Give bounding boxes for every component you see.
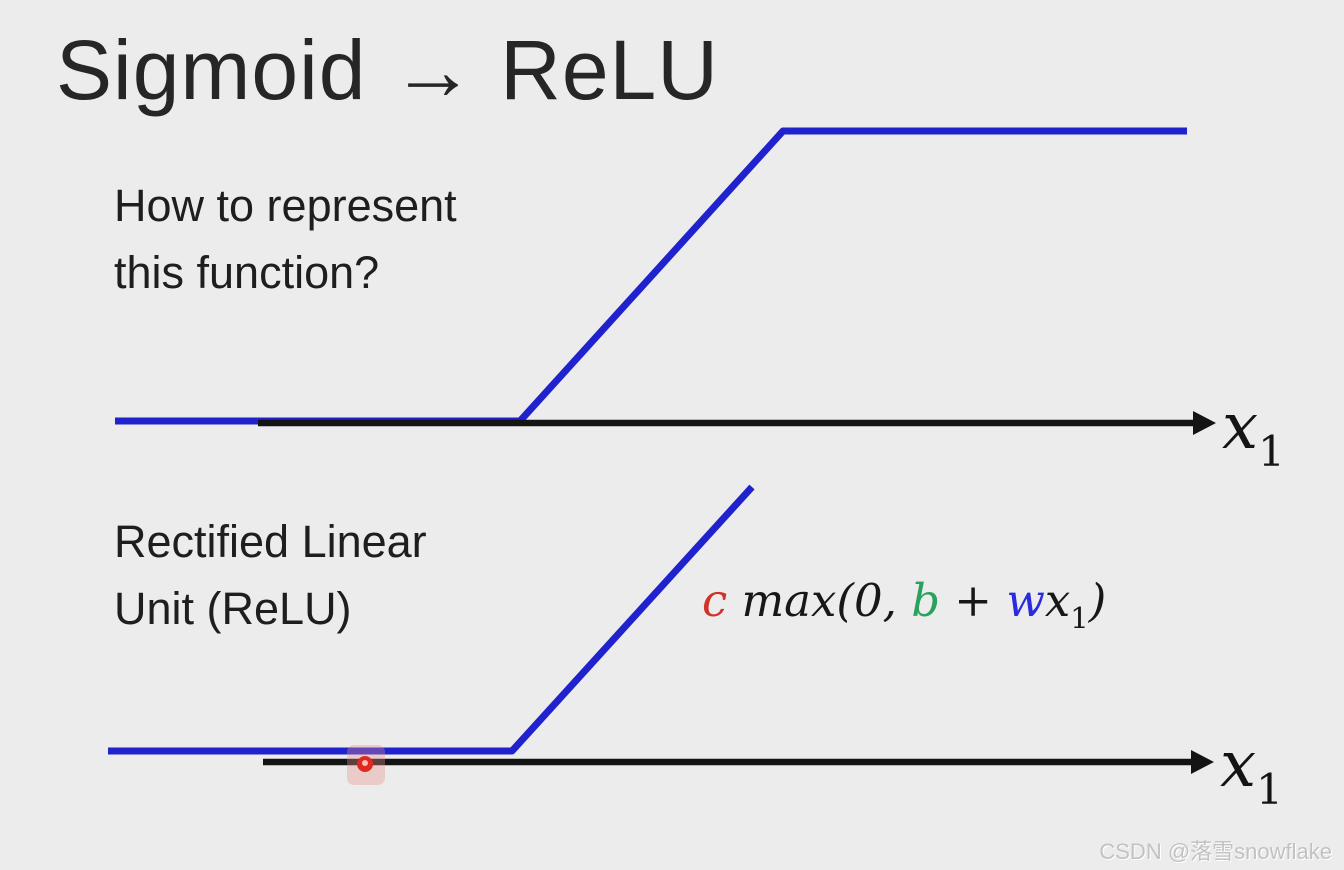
laser-pointer-core	[362, 760, 368, 766]
hard-sigmoid-curve	[115, 127, 1187, 425]
relu-label-line-2: Unit (ReLU)	[114, 583, 352, 634]
relu-curve	[108, 484, 755, 755]
question-line-1: How to represent	[114, 180, 457, 231]
relu-formula: c max(0, b + wx1)	[702, 574, 1107, 633]
formula-plus: +	[940, 574, 1007, 627]
top-x-axis-arrowhead-icon	[1193, 411, 1216, 435]
bottom-axis-label-x: x	[1220, 728, 1257, 802]
top-axis-label-sub: 1	[1258, 427, 1285, 476]
formula-weight-w: w	[1006, 574, 1045, 627]
formula-coefficient-c: c	[702, 574, 728, 627]
top-axis-label-x: x	[1222, 390, 1259, 464]
top-axis-label-x1: x1	[1222, 390, 1285, 473]
question-line-2: this function?	[114, 247, 380, 298]
slide-title: Sigmoid → ReLU	[56, 23, 719, 117]
formula-max-open: max(0,	[727, 574, 912, 627]
formula-close-paren: )	[1088, 574, 1107, 627]
bottom-axis-label-x1: x1	[1220, 728, 1283, 811]
question-text: How to represent this function?	[114, 172, 457, 306]
relu-label-line-1: Rectified Linear	[114, 516, 427, 567]
relu-label: Rectified Linear Unit (ReLU)	[114, 508, 427, 642]
formula-x: x	[1044, 574, 1071, 627]
bottom-x-axis-arrowhead-icon	[1191, 750, 1214, 774]
formula-x-subscript: 1	[1070, 601, 1089, 635]
bottom-axis-label-sub: 1	[1256, 765, 1283, 814]
formula-bias-b: b	[911, 574, 940, 627]
csdn-watermark: CSDN @落雪snowflake	[1099, 839, 1332, 864]
